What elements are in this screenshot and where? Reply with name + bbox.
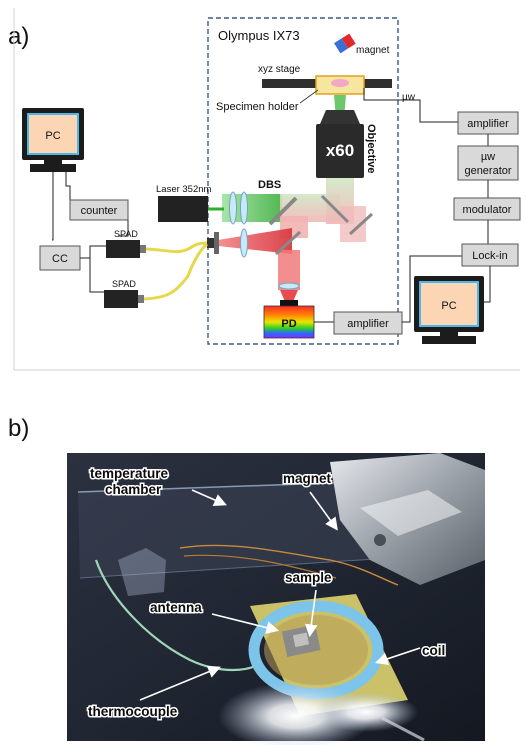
sample-label: sample <box>285 570 332 585</box>
spad1-port <box>140 245 146 253</box>
red-beam-down <box>278 250 300 290</box>
fiber-2 <box>143 242 209 301</box>
photo-magnet-label: magnet <box>283 471 332 486</box>
holder-label: Specimen holder <box>216 101 299 113</box>
fiber-coupler <box>214 232 219 254</box>
modulator-box <box>453 197 521 221</box>
laser-box <box>158 196 208 222</box>
specimen <box>331 79 349 87</box>
thermocouple-label: thermocouple <box>88 704 178 719</box>
wire-cc-spad1 <box>80 245 108 259</box>
pc-top-label: PC <box>45 130 60 142</box>
pc-top <box>22 108 84 172</box>
fiber-connector <box>207 238 214 248</box>
amplifier-bottom-label: amplifier <box>347 318 389 330</box>
cc-label: CC <box>52 253 68 265</box>
holder-pointer <box>299 89 319 104</box>
amplifier-top-label: amplifier <box>467 118 509 130</box>
cc-box <box>39 245 81 271</box>
panel-b-label: b) <box>8 415 29 442</box>
objective-label: Objective <box>365 124 377 174</box>
microscope-label: Olympus IX73 <box>218 28 300 43</box>
dbs-mirror <box>268 196 298 226</box>
coil-arrow <box>374 647 421 666</box>
spad2-label: SPAD <box>112 279 136 289</box>
temperature-arrow <box>191 489 227 507</box>
lens-pd <box>278 282 300 290</box>
pc-bottom <box>414 276 484 344</box>
objective-tip <box>320 110 360 124</box>
pd-cap <box>280 300 298 307</box>
wire-counter-spad <box>118 220 129 237</box>
objective-body <box>316 124 364 178</box>
uw-label: µw <box>402 92 416 103</box>
lens-red <box>240 228 248 258</box>
antenna-label: antenna <box>150 600 202 615</box>
pd-box <box>263 305 315 339</box>
wire-pc-counter <box>65 172 71 210</box>
counter-label: counter <box>81 205 118 217</box>
panel-a-label: a) <box>8 23 29 50</box>
spad1-box <box>106 240 140 258</box>
photo <box>67 453 486 745</box>
counter-box <box>69 199 129 221</box>
modulator-label: modulator <box>463 204 512 216</box>
dbs-label: DBS <box>258 179 281 191</box>
lens-green-2 <box>240 191 248 225</box>
wire-amp-lockin <box>402 255 462 323</box>
uw-generator-box <box>457 145 519 181</box>
laser-label: Laser 352nm <box>156 184 212 195</box>
lockin-label: Lock-in <box>472 250 507 262</box>
fiber-1 <box>145 241 208 254</box>
pd-label: PD <box>281 318 296 330</box>
pc-bottom-label: PC <box>441 300 456 312</box>
mirror-lower <box>274 230 302 256</box>
wire-pc-cc <box>52 172 54 241</box>
thermocouple-arrow <box>139 665 221 701</box>
stage-label: xyz stage <box>258 64 301 75</box>
uw-generator-line1: µw <box>481 151 495 163</box>
magnet-icon <box>334 33 356 54</box>
microscope-box <box>207 17 399 345</box>
spad1-label: SPAD <box>114 229 138 239</box>
uw-line <box>363 88 458 123</box>
amplifier-bottom-box <box>333 311 403 335</box>
coil-label: coil <box>422 643 445 658</box>
wire-cc-spad2 <box>89 258 108 293</box>
temperature-label-line2: chamber <box>105 482 162 497</box>
magnet-arrow <box>309 491 338 531</box>
magnet-label: magnet <box>356 45 390 56</box>
wire-lockin-pc <box>484 266 491 303</box>
objective-power: x60 <box>326 141 354 160</box>
mirror-upper <box>320 194 350 224</box>
uw-generator-line2: generator <box>464 165 511 177</box>
antenna-arrow <box>211 613 280 634</box>
spad2-port <box>138 295 144 303</box>
red-beam-to-fiber <box>218 228 292 254</box>
lens-green-1 <box>229 191 237 225</box>
mirror-side <box>348 212 374 236</box>
sample-arrow <box>304 589 318 638</box>
spad2-box <box>104 290 138 308</box>
temperature-label-line1: temperature <box>90 466 169 481</box>
